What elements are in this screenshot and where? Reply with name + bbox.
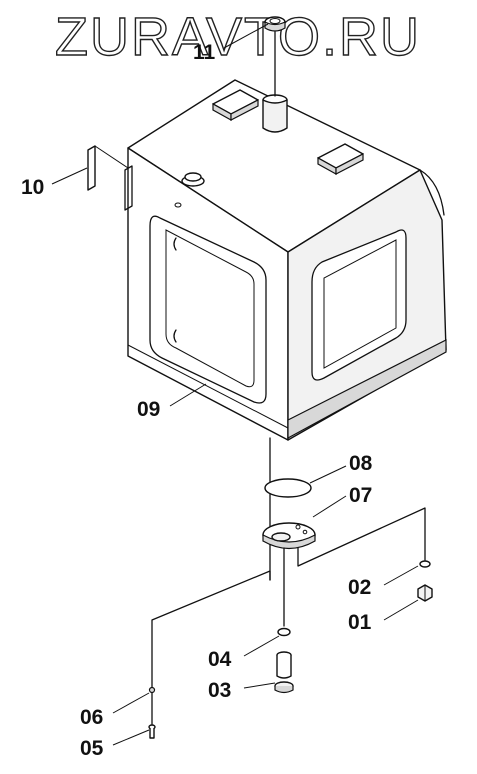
- cover-part-07: [262, 522, 316, 550]
- tank-right-window: [311, 229, 407, 381]
- callout-07: 07: [349, 484, 372, 507]
- o-ring-part-04: [277, 627, 291, 637]
- tank-bottom-band: [287, 339, 447, 440]
- window-clip-icon: [173, 237, 177, 251]
- callout-02: 02: [348, 576, 371, 599]
- leader-lines: [51, 23, 419, 746]
- gasket-part-08: [264, 478, 312, 498]
- callout-11: 11: [193, 41, 216, 64]
- callout-05: 05: [80, 737, 104, 760]
- screw-part-05: [148, 724, 156, 739]
- tank-left-window: [149, 215, 267, 404]
- washer-part-06: [148, 686, 156, 694]
- assembly-line: [297, 507, 426, 567]
- callout-08: 08: [349, 452, 373, 475]
- watermark-text: ZURAVTO.RU: [55, 7, 421, 67]
- callout-03: 03: [208, 679, 231, 702]
- washer-part-02: [419, 560, 431, 568]
- callout-10: 10: [21, 176, 44, 199]
- drain-plug-part-03: [274, 651, 294, 694]
- cap-part-11: [264, 16, 286, 97]
- window-clip-icon: [173, 329, 177, 343]
- assembly-line: [151, 570, 271, 693]
- callout-04: 04: [208, 648, 232, 671]
- bolt-part-01: [417, 584, 433, 602]
- callout-06: 06: [80, 706, 103, 729]
- callout-09: 09: [137, 398, 160, 421]
- tank-body: [127, 79, 447, 441]
- level-gauge-part-10: [87, 145, 133, 211]
- callout-01: 01: [348, 611, 372, 634]
